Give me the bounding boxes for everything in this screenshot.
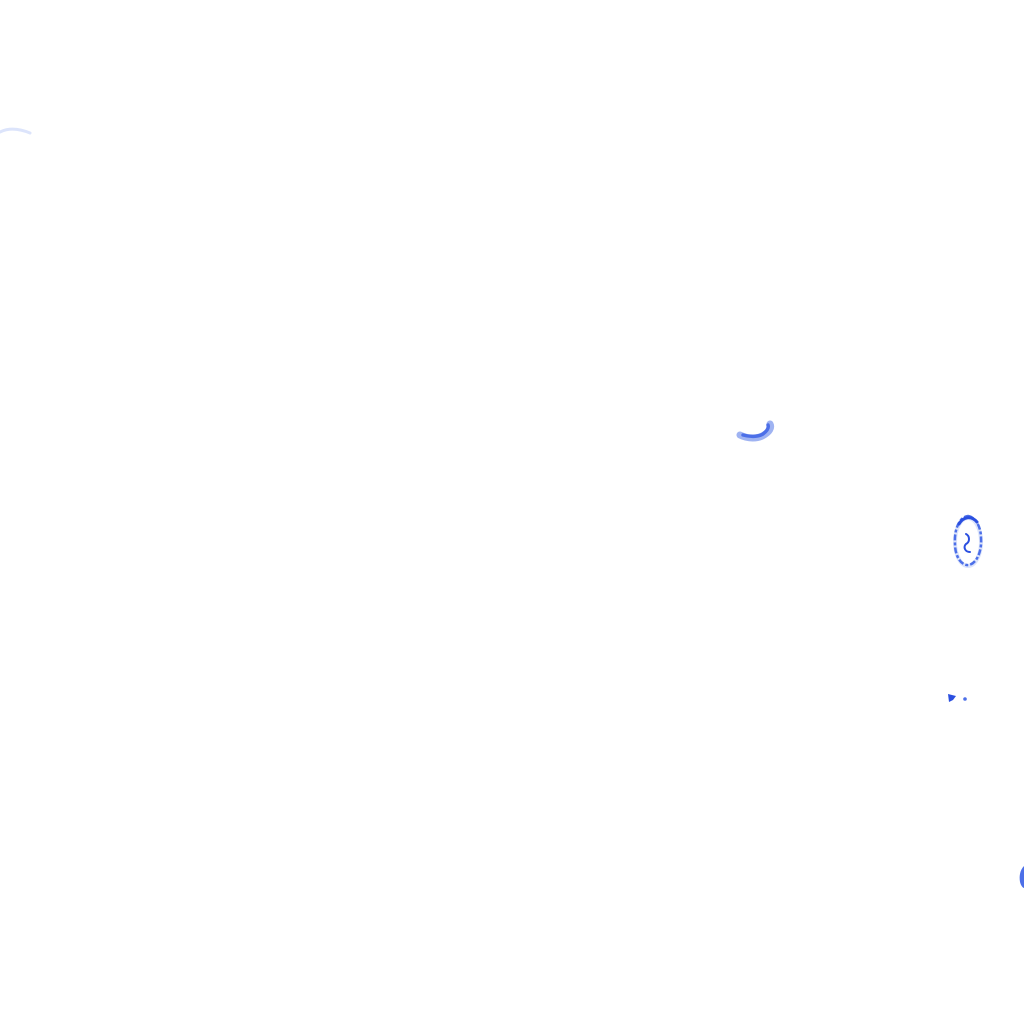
ring-outline — [953, 514, 983, 567]
edge-blue-fragment — [1019, 866, 1024, 888]
small-blue-fleck — [948, 694, 967, 702]
fleck-shape — [948, 694, 956, 702]
ring-top-accent — [957, 516, 979, 526]
ring-inner-squiggle — [963, 533, 971, 553]
ring-shaped-speck — [953, 514, 983, 568]
faint-streak-path — [0, 127, 32, 135]
curl-core — [741, 423, 770, 439]
fleck-dot — [963, 697, 967, 701]
edge-fragment-shape — [1019, 866, 1024, 888]
faint-streak-top-left — [0, 127, 32, 135]
curved-blue-stroke — [736, 420, 775, 442]
